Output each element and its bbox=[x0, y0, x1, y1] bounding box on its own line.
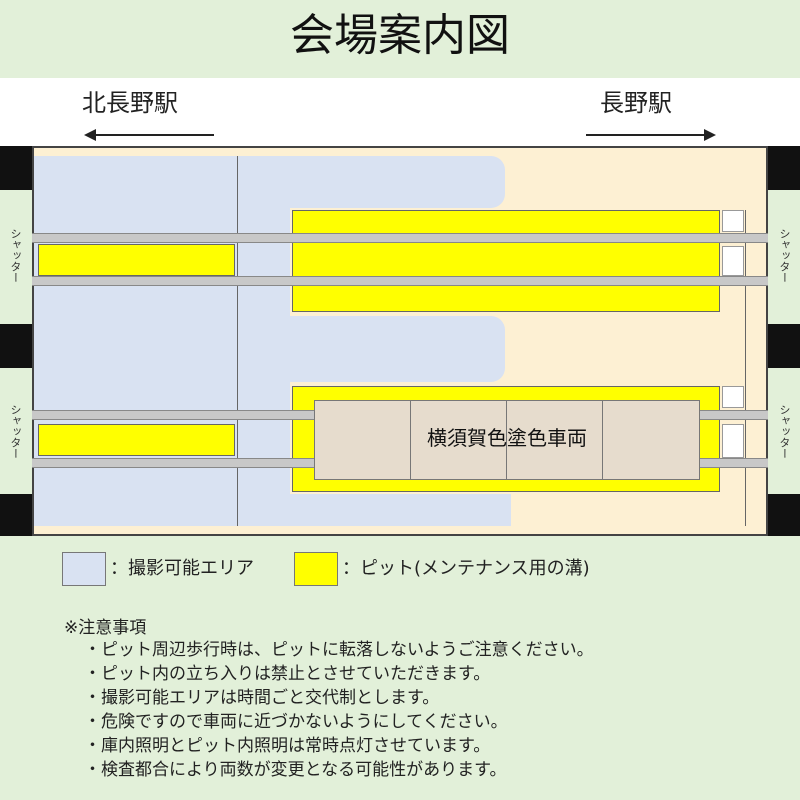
legend-photo-area-label: ：撮影可能エリア bbox=[110, 558, 254, 579]
car-divider-1 bbox=[410, 400, 411, 480]
pit-upper-short bbox=[38, 244, 235, 276]
train-label: 横須賀色塗色車両 bbox=[427, 426, 587, 450]
shutter-right-upper bbox=[768, 190, 800, 324]
marker-box-3 bbox=[722, 386, 744, 408]
shutter-right-lower-label: シャッター bbox=[778, 404, 791, 459]
train-vehicle bbox=[314, 400, 700, 480]
pit-upper-long bbox=[292, 210, 720, 312]
marker-box-4 bbox=[722, 424, 744, 458]
arrow-left-icon bbox=[84, 129, 96, 141]
station-right-label: 長野駅 bbox=[600, 89, 672, 117]
note-item: ・ピット内の立ち入りは禁止とさせていただきます。 bbox=[84, 664, 491, 684]
legend-pit-label: ：ピット(メンテナンス用の溝) bbox=[342, 558, 590, 579]
shutter-left-upper-label: シャッター bbox=[9, 228, 22, 283]
shutter-right-upper-label: シャッター bbox=[778, 228, 791, 283]
photo-area-middle bbox=[237, 208, 290, 526]
photo-area-left bbox=[34, 156, 237, 526]
legend-pit-swatch bbox=[294, 552, 338, 586]
rail-track-1b bbox=[0, 276, 800, 286]
title-band bbox=[0, 0, 800, 78]
wall-block-left-1 bbox=[0, 146, 32, 190]
wall-block-right-2 bbox=[768, 324, 800, 368]
shutter-left-lower-label: シャッター bbox=[9, 404, 22, 459]
marker-box-1 bbox=[722, 210, 744, 232]
car-divider-3 bbox=[602, 400, 603, 480]
right-divider bbox=[745, 210, 746, 526]
photo-area-bottom bbox=[290, 494, 511, 526]
car-divider-2 bbox=[506, 400, 507, 480]
shutter-right-lower bbox=[768, 368, 800, 494]
photo-area-center bbox=[290, 316, 505, 382]
pit-lower-short bbox=[38, 424, 235, 456]
arrow-right-icon bbox=[704, 129, 716, 141]
wall-block-left-3 bbox=[0, 494, 32, 536]
station-left-label: 北長野駅 bbox=[82, 89, 178, 117]
note-item: ・撮影可能エリアは時間ごと交代制とします。 bbox=[84, 688, 440, 708]
area-divider bbox=[237, 156, 238, 526]
arrow-right-line bbox=[586, 134, 706, 136]
note-item: ・ピット周辺歩行時は、ピットに転落しないようご注意ください。 bbox=[84, 640, 594, 660]
photo-area-top bbox=[237, 156, 505, 208]
wall-block-right-1 bbox=[768, 146, 800, 190]
note-item: ・庫内照明とピット内照明は常時点灯させています。 bbox=[84, 736, 491, 756]
wall-block-right-3 bbox=[768, 494, 800, 536]
note-item: ・危険ですので車両に近づかないようにしてください。 bbox=[84, 712, 508, 732]
wall-block-left-2 bbox=[0, 324, 32, 368]
marker-box-2 bbox=[722, 246, 744, 276]
notes-heading: ※注意事項 bbox=[64, 618, 147, 638]
shutter-left-upper bbox=[0, 190, 32, 324]
page-title: 会場案内図 bbox=[290, 10, 510, 61]
arrow-left-line bbox=[94, 134, 214, 136]
shutter-left-lower bbox=[0, 368, 32, 494]
note-item: ・検査都合により両数が変更となる可能性があります。 bbox=[84, 760, 507, 780]
legend-photo-area-swatch bbox=[62, 552, 106, 586]
rail-track-1a bbox=[0, 233, 800, 243]
